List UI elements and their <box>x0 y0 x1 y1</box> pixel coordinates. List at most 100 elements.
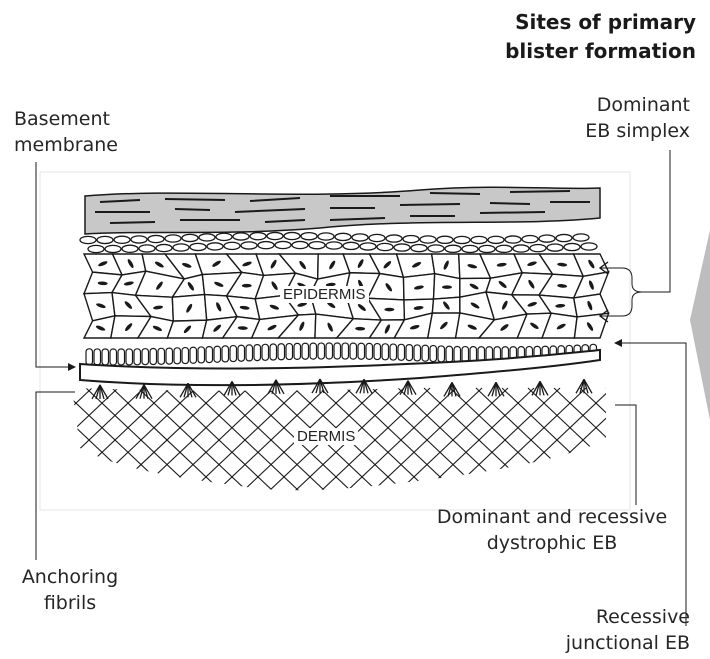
dystrophic-line-1: Dominant and recessive <box>424 504 680 530</box>
granular-cell <box>539 235 555 242</box>
granular-cell <box>369 234 385 241</box>
basal-cell <box>262 344 269 360</box>
granular-cell <box>352 234 368 241</box>
granular-cell <box>343 242 359 249</box>
dermis-fibre <box>0 388 40 492</box>
granular-cell <box>505 236 521 243</box>
granular-cell <box>420 236 436 243</box>
basal-cell <box>150 349 157 365</box>
basal-cell <box>278 344 285 360</box>
granular-cell <box>318 233 334 240</box>
granular-cell <box>454 236 470 243</box>
basal-cell <box>342 343 349 359</box>
granular-cell <box>377 243 393 250</box>
dermis-label: DERMIS <box>294 428 358 445</box>
granular-cell <box>165 235 181 242</box>
granular-cell <box>173 244 189 251</box>
dermis-fibre <box>606 388 710 492</box>
granular-cell <box>292 241 308 248</box>
simplex-line-2: EB simplex <box>560 118 690 144</box>
granular-cell-row <box>80 232 597 252</box>
basal-cell <box>246 345 253 361</box>
basal-cell <box>406 345 413 361</box>
granular-cell <box>190 243 206 250</box>
junctional-line-1: Recessive <box>560 604 690 630</box>
granular-cell <box>148 235 164 242</box>
granular-cell <box>258 242 274 249</box>
granular-cell <box>309 242 325 249</box>
granular-cell <box>488 236 504 243</box>
dermis-fibre <box>0 388 92 492</box>
basement-membrane-label: Basement membrane <box>14 106 118 158</box>
basal-cell <box>334 343 341 359</box>
dermis-fibre <box>0 388 40 492</box>
anchoring-line-1: Anchoring <box>10 564 130 590</box>
granular-cell <box>216 233 232 240</box>
granular-cell <box>556 234 572 241</box>
basal-cell <box>422 345 429 361</box>
basal-cell <box>430 346 437 362</box>
dermis-fibre <box>606 388 710 492</box>
granular-cell <box>224 242 240 249</box>
granular-cell <box>403 235 419 242</box>
title-line-2: blister formation <box>484 37 696 66</box>
granular-cell <box>233 233 249 240</box>
cell-nucleus <box>242 284 252 288</box>
granular-cell <box>564 243 580 250</box>
title-line-1: Sites of primary <box>484 8 696 37</box>
granular-cell <box>437 236 453 243</box>
basal-cell <box>302 343 309 359</box>
granular-cell <box>131 236 147 243</box>
basal-cell <box>190 347 197 363</box>
epidermis-label: EPIDERMIS <box>280 286 369 303</box>
anchoring-fibrils-label: Anchoring fibrils <box>10 564 130 616</box>
basal-cell <box>142 349 149 365</box>
basal-cell <box>318 343 325 359</box>
granular-cell <box>462 245 478 252</box>
basal-cell <box>158 348 165 364</box>
dermis-fibre <box>684 388 710 492</box>
basal-cell <box>166 348 173 364</box>
basal-cell <box>206 347 213 363</box>
basal-cell <box>326 343 333 359</box>
stratum-corneum-layer <box>85 187 600 234</box>
granular-cell <box>156 244 172 251</box>
granular-cell <box>139 245 155 252</box>
granular-cell <box>241 242 257 249</box>
basal-cell <box>174 348 181 364</box>
basal-cell <box>270 344 277 360</box>
dermis-fibre <box>0 388 14 492</box>
granular-cell <box>428 245 444 252</box>
dermis-fibre <box>632 388 710 492</box>
granular-cell <box>471 236 487 243</box>
granular-cell <box>513 245 529 252</box>
dermis-fibre <box>0 388 66 492</box>
basal-cell <box>230 346 237 362</box>
dermis-fibre <box>0 388 66 492</box>
junctional-leader <box>615 343 686 626</box>
granular-cell <box>335 233 351 240</box>
junctional-eb-label: Recessive junctional EB <box>560 604 690 656</box>
granular-cell <box>411 244 427 251</box>
basal-cell <box>294 343 301 359</box>
basal-cell <box>254 345 261 361</box>
granular-cell <box>105 245 121 252</box>
granular-cell <box>199 234 215 241</box>
dermis-fibre <box>684 388 710 492</box>
granular-cell <box>547 244 563 251</box>
basal-cell <box>214 346 221 362</box>
dermis-fibre <box>0 388 14 492</box>
basal-cell <box>86 349 93 365</box>
basal-cell <box>286 344 293 360</box>
granular-cell <box>581 243 597 250</box>
basal-cell <box>358 343 365 359</box>
basal-cell <box>366 343 373 359</box>
side-chevron-arrow <box>690 230 710 420</box>
granular-cell <box>88 245 104 252</box>
basal-cell <box>102 349 109 365</box>
basal-cell <box>134 349 141 365</box>
granular-cell <box>301 233 317 240</box>
dermis-fibre <box>658 388 710 492</box>
basal-cell <box>350 343 357 359</box>
basal-cell <box>198 347 205 363</box>
